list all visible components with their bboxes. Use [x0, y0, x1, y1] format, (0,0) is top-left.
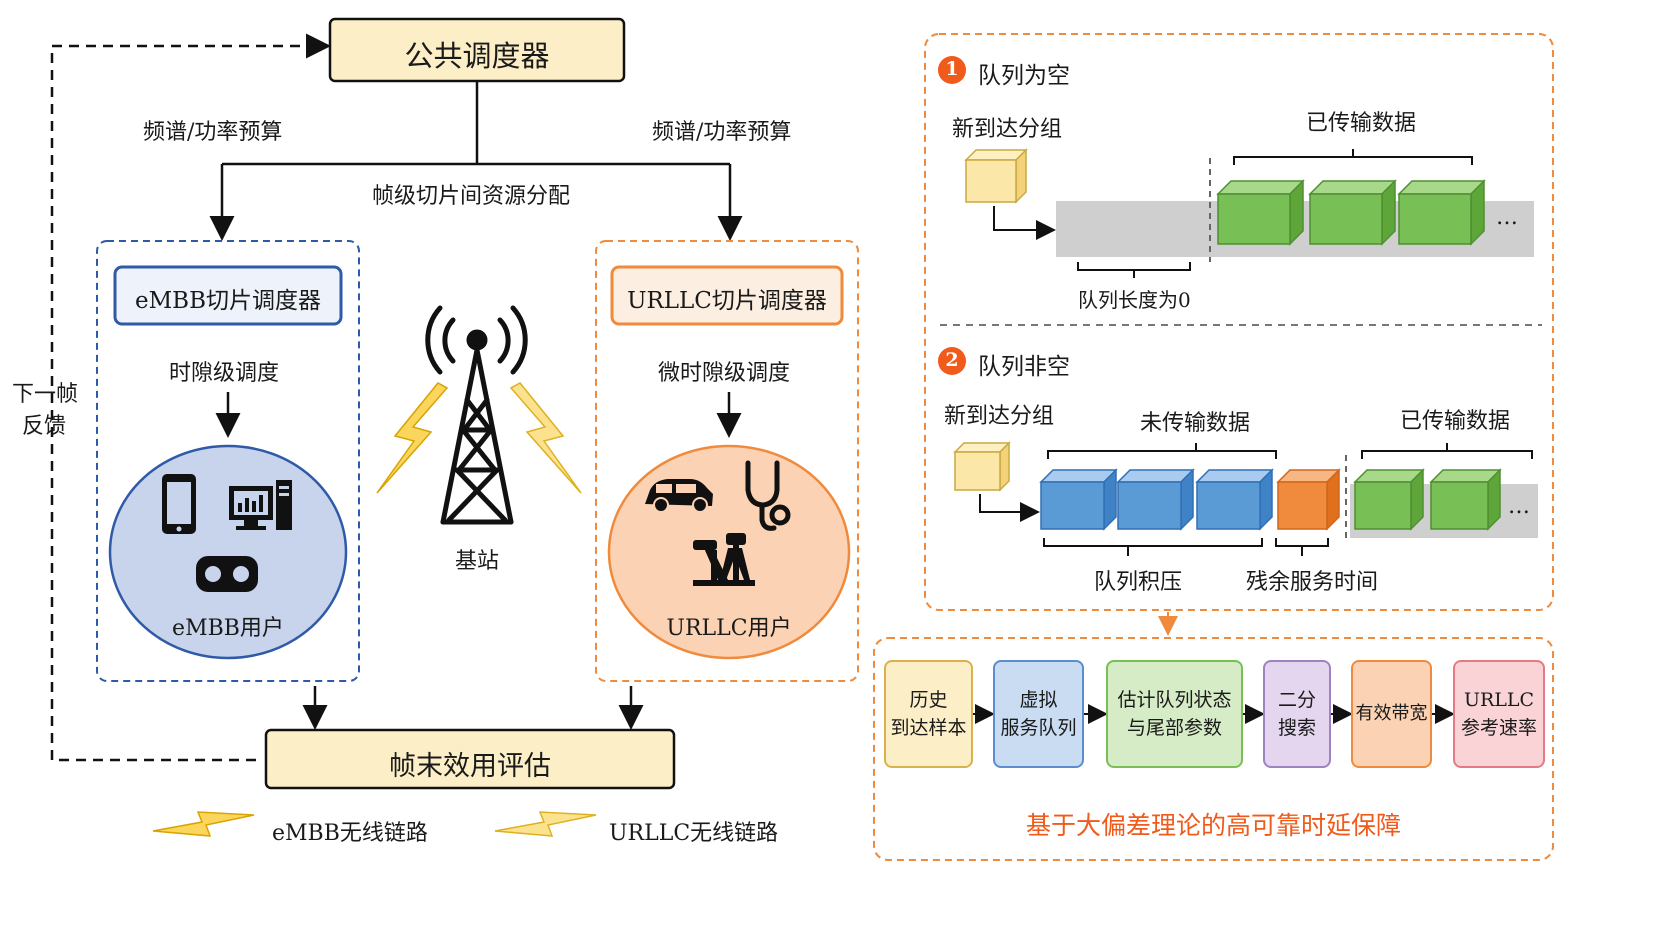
urllc-minislot-level-label: 微时隙级调度 [658, 361, 791, 386]
embb-slice-container [96, 240, 360, 682]
case2-unsent-label: 未传输数据 [1140, 411, 1251, 436]
utility-eval-label: 帧末效用评估 [389, 751, 551, 782]
pipeline-panel [873, 637, 1554, 861]
case2-sent-cubes [1353, 468, 1502, 531]
step-history-arrivals: 历史 到达样本 [884, 660, 973, 768]
case2-title: 队列非空 [978, 354, 1070, 380]
urllc-link-bolt-icon [509, 382, 582, 494]
desktop-computer-icon [229, 480, 292, 530]
legend-embb-label: eMBB无线链路 [272, 821, 428, 846]
public-scheduler-label: 公共调度器 [404, 39, 550, 73]
case1-ellipsis: … [1496, 205, 1518, 230]
case1-queue-length-label: 队列长度为0 [1078, 288, 1191, 312]
case2-unsent-cubes [1039, 468, 1274, 531]
step-estimate-line1: 估计队列状态 [1117, 689, 1232, 711]
base-station-label: 基站 [455, 549, 500, 574]
queue-panel [924, 33, 1554, 611]
car-icon [645, 479, 713, 513]
embb-link-bolt-icon [376, 382, 449, 494]
feedback-label-2: 反馈 [22, 414, 67, 439]
stethoscope-icon [745, 460, 791, 531]
vr-headset-icon [196, 556, 258, 592]
case2-backlog-label: 队列积压 [1094, 570, 1183, 595]
case1-sent-cubes [1216, 179, 1486, 246]
legend-embb-bolt-icon [152, 811, 255, 837]
budget-left-label: 频谱/功率预算 [143, 120, 283, 145]
urllc-scheduler-label: URLLC切片调度器 [627, 288, 827, 314]
step-bandwidth-line1: 有效带宽 [1355, 703, 1428, 724]
step-estimate-line2: 与尾部参数 [1126, 717, 1222, 739]
step-binary-line2: 搜索 [1277, 717, 1316, 739]
case2-residual-cube [1276, 468, 1341, 531]
embb-scheduler-label: eMBB切片调度器 [135, 288, 321, 314]
step-estimate-queue: 估计队列状态 与尾部参数 [1106, 660, 1243, 768]
feedback-label-1: 下一帧 [12, 382, 79, 407]
step-urllc-reference-rate: URLLC 参考速率 [1453, 660, 1545, 768]
oil-pump-icon [693, 533, 755, 586]
feedback-loop-arrow [50, 33, 331, 762]
case1-new-packet-cube [964, 148, 1028, 204]
step-virtual-line1: 虚拟 [1019, 689, 1058, 711]
step-virtual-queue: 虚拟 服务队列 [993, 660, 1084, 768]
urllc-users-label: URLLC用户 [666, 616, 792, 641]
legend-urllc-label: URLLC无线链路 [609, 821, 779, 846]
legend-urllc-bolt-icon [494, 811, 597, 837]
case2-residual-label: 残余服务时间 [1246, 570, 1379, 595]
step-binary-line1: 二分 [1277, 689, 1316, 711]
step-rate-line2: 参考速率 [1460, 717, 1537, 739]
case2-ellipsis: … [1508, 494, 1530, 519]
case1-sent-label: 已传输数据 [1306, 111, 1417, 136]
step-binary-search: 二分 搜索 [1263, 660, 1331, 768]
step-rate-line1: URLLC [1463, 689, 1535, 711]
step-virtual-line2: 服务队列 [1000, 717, 1077, 739]
step-effective-bandwidth: 有效带宽 [1351, 660, 1432, 768]
case2-number: 2 [945, 349, 959, 371]
urllc-slice-container [595, 240, 859, 682]
utility-eval-box [264, 728, 676, 790]
embb-users-label: eMBB用户 [172, 616, 284, 641]
inter-slice-alloc-label: 帧级切片间资源分配 [372, 184, 571, 209]
case2-new-packet-cube [953, 441, 1011, 492]
case1-title: 队列为空 [978, 63, 1070, 89]
case1-new-packet-label: 新到达分组 [952, 117, 1063, 142]
step-history-line2: 到达样本 [890, 717, 967, 739]
case2-sent-label: 已传输数据 [1400, 409, 1511, 434]
case1-number: 1 [945, 58, 959, 80]
case2-new-packet-label: 新到达分组 [944, 404, 1055, 429]
step-history-line1: 历史 [909, 689, 948, 711]
base-station-tower-icon [425, 305, 528, 525]
smartphone-icon [162, 474, 196, 534]
budget-right-label: 频谱/功率预算 [652, 120, 792, 145]
embb-slot-level-label: 时隙级调度 [169, 361, 280, 386]
pipeline-title: 基于大偏差理论的高可靠时延保障 [1025, 811, 1401, 840]
